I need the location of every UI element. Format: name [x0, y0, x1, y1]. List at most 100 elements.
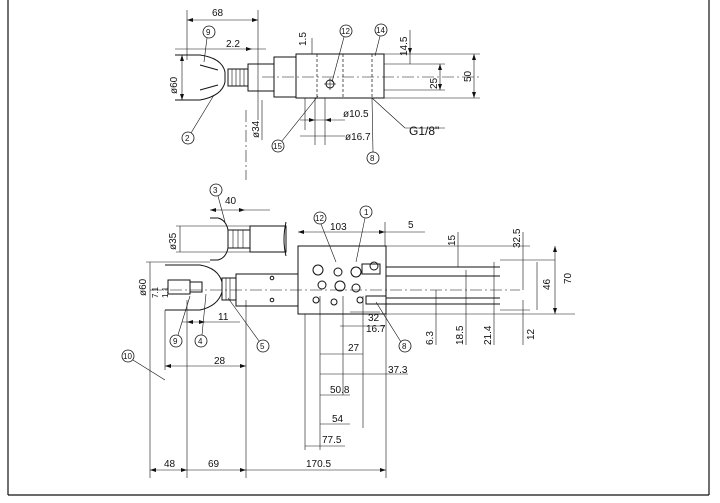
body-line: [199, 84, 219, 91]
motor-coupling: [227, 229, 251, 249]
dim-103-label: 103: [330, 222, 347, 233]
arrow-head: [553, 308, 557, 314]
arrow-head: [246, 47, 252, 51]
dim-diam-34-label: ø34: [251, 120, 262, 138]
dim-16-7-label: 16.7: [366, 324, 386, 335]
valve-block-front: [297, 245, 387, 315]
dim-32-5-label: 32.5: [512, 228, 523, 248]
dim-small-a-label: 7.1: [151, 286, 160, 298]
break-line: [283, 221, 287, 257]
arrow-head: [240, 468, 246, 472]
leader-line: [371, 97, 406, 129]
dim-77-5-label: 77.5: [322, 435, 342, 446]
dim-54-label: 54: [332, 414, 344, 425]
dim-28-label: 28: [214, 356, 226, 367]
arrow-head: [181, 468, 187, 472]
leader-line: [374, 35, 381, 57]
dim-40-label: 40: [225, 196, 237, 207]
dim-27-label: 27: [348, 343, 360, 354]
balloon-4-label: 4: [198, 337, 203, 346]
arrow-head: [150, 468, 156, 472]
dim-11-label: 11: [218, 312, 229, 323]
balloon-9-label: 9: [206, 28, 211, 37]
arrow-head: [180, 55, 184, 61]
balloon-8-label: 8: [402, 342, 407, 351]
dim-170-5-label: 170.5: [306, 459, 331, 470]
balloon-14-label: 14: [376, 26, 385, 35]
dim-diam-16-7-label: ø16.7: [345, 132, 371, 143]
port: [356, 296, 364, 304]
motor-shaft: [249, 225, 287, 253]
fitting-right: [365, 295, 387, 305]
balloon-3-label: 3: [213, 186, 218, 195]
fitting-nut: [189, 281, 203, 293]
port: [312, 264, 324, 276]
dim-50-8-label: 50.8: [330, 385, 350, 396]
arrow-head: [380, 468, 386, 472]
leader-line: [190, 94, 215, 134]
port: [334, 280, 346, 292]
arrow-head: [165, 364, 171, 368]
balloon-9-label: 9: [173, 337, 178, 346]
fitting-right: [361, 263, 381, 275]
port: [369, 261, 379, 271]
dim-50-label: 50: [463, 70, 474, 82]
motor-body-outline: [175, 54, 226, 101]
balloon-12-label: 12: [315, 214, 324, 223]
coupling: [227, 68, 249, 87]
arrow-head: [379, 230, 385, 234]
arrow-head: [239, 208, 245, 212]
arrow-head: [553, 246, 557, 252]
balloon-2: [181, 131, 195, 145]
leader-line: [217, 195, 226, 223]
dim-14-5-label: 14.5: [399, 36, 410, 56]
leader-line: [331, 36, 345, 83]
arrow-head: [180, 94, 184, 100]
dim-12-label: 12: [526, 328, 537, 340]
balloon-15: [271, 139, 285, 153]
arrow-head: [408, 48, 412, 54]
dim-diam-35-label: ø35: [168, 232, 179, 250]
leader-line: [201, 293, 207, 336]
fitting: [167, 279, 191, 295]
port: [333, 267, 343, 277]
port: [350, 266, 362, 278]
shaft: [247, 63, 275, 92]
balloon-1-label: 1: [364, 208, 369, 217]
leader-line: [320, 223, 337, 263]
valve-block: [295, 53, 385, 99]
body-line: [199, 64, 219, 71]
dim-diam-60-label: ø60: [169, 76, 180, 94]
port: [330, 298, 338, 306]
balloon-10-label: 10: [123, 352, 132, 361]
balloon-12: [339, 24, 353, 38]
motor-front-outline: [165, 264, 223, 311]
dim-48-label: 48: [164, 459, 176, 470]
arrow-head: [309, 118, 315, 122]
leader-line: [203, 37, 208, 63]
arrow-head: [438, 84, 442, 90]
balloon-8-label: 8: [370, 154, 375, 163]
dim-37-3-label: 37.3: [388, 365, 408, 376]
dim-46-label: 46: [542, 278, 553, 290]
dim-2-2-label: 2.2: [226, 39, 240, 50]
balloon-5: [256, 339, 270, 353]
dim-21-4-label: 21.4: [483, 325, 494, 345]
coupling: [221, 277, 237, 301]
leader-line: [375, 301, 402, 343]
dim-70-label: 70: [563, 272, 574, 284]
arrow-head: [252, 18, 258, 22]
port: [317, 280, 327, 290]
balloon-10: [121, 349, 135, 363]
leader-line: [132, 359, 166, 381]
arrow-head: [438, 64, 442, 70]
arrow-head: [472, 92, 476, 98]
balloon-5-label: 5: [260, 342, 265, 351]
leader-line: [355, 217, 366, 263]
balloon-9: [169, 334, 183, 348]
dim-6-3-label: 6.3: [425, 331, 436, 345]
arrow-head: [210, 208, 216, 212]
leader-line: [227, 297, 260, 342]
arrow-head: [187, 320, 193, 324]
